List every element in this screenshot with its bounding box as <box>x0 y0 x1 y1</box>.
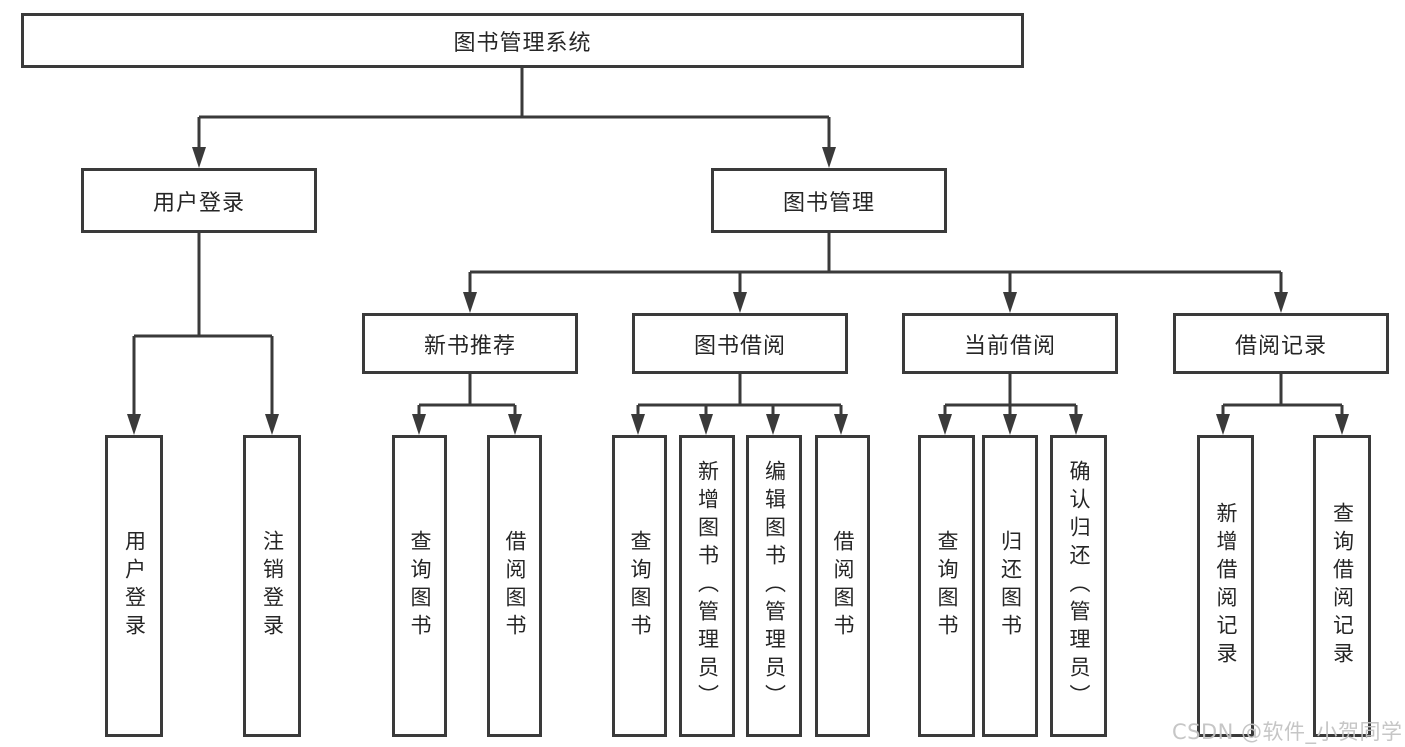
arrowhead <box>834 414 848 435</box>
leaf-borrowing-query-books: 查询图书 <box>612 435 667 737</box>
arrowhead <box>822 147 836 168</box>
leaf-user-login: 用户登录 <box>105 435 163 737</box>
leaf-records-add-record: 新增借阅记录 <box>1197 435 1254 737</box>
node-label: 借阅图书 <box>503 530 527 642</box>
connector <box>1221 374 1344 419</box>
node-label: 用户登录 <box>152 190 245 216</box>
leaf-records-query-record: 查询借阅记录 <box>1313 435 1371 737</box>
node-label: 借阅记录 <box>1234 333 1327 359</box>
leaf-current-confirm-return-admin: 确认归还（管理员） <box>1050 435 1107 737</box>
node-label: 新书推荐 <box>423 333 516 359</box>
connector <box>468 233 1283 297</box>
node-book-management: 图书管理 <box>711 168 947 233</box>
node-label: 归还图书 <box>998 530 1023 642</box>
arrowhead <box>938 414 952 435</box>
leaf-current-query-books: 查询图书 <box>918 435 975 737</box>
arrowhead <box>733 292 747 313</box>
leaf-logout: 注销登录 <box>243 435 301 737</box>
node-label: 注销登录 <box>260 530 285 642</box>
leaf-borrowing-add-books-admin: 新增图书（管理员） <box>679 435 735 737</box>
arrowhead <box>631 414 645 435</box>
arrowhead <box>127 414 141 435</box>
node-user-login: 用户登录 <box>81 168 317 233</box>
arrowhead <box>1274 292 1288 313</box>
arrowhead <box>1003 414 1017 435</box>
node-label: 新增图书（管理员） <box>695 460 720 712</box>
node-label: 确认归还（管理员） <box>1067 460 1091 712</box>
arrowhead <box>1003 292 1017 313</box>
arrowhead <box>1069 414 1083 435</box>
leaf-borrowing-edit-books-admin: 编辑图书（管理员） <box>746 435 802 737</box>
arrowhead <box>192 147 206 168</box>
arrowhead <box>699 414 713 435</box>
arrowhead <box>1216 414 1230 435</box>
arrowhead <box>463 292 477 313</box>
node-label: 查询图书 <box>408 530 432 642</box>
node-label: 当前借阅 <box>963 333 1056 359</box>
connector <box>132 233 274 419</box>
arrowhead <box>265 414 279 435</box>
node-label: 图书借阅 <box>693 333 786 359</box>
node-current-borrowing: 当前借阅 <box>902 313 1118 374</box>
node-label: 借阅图书 <box>831 530 855 642</box>
node-label: 编辑图书（管理员） <box>762 460 787 712</box>
node-label: 新增借阅记录 <box>1214 502 1238 670</box>
arrowhead <box>508 414 522 435</box>
arrowhead <box>412 414 426 435</box>
node-new-book-recommend: 新书推荐 <box>362 313 578 374</box>
arrowhead <box>766 414 780 435</box>
node-label: 查询借阅记录 <box>1330 502 1355 670</box>
node-label: 查询图书 <box>628 530 652 642</box>
node-book-borrowing: 图书借阅 <box>632 313 848 374</box>
leaf-recommend-borrow-books: 借阅图书 <box>487 435 542 737</box>
connector <box>417 374 517 419</box>
leaf-borrowing-borrow-books: 借阅图书 <box>815 435 870 737</box>
leaf-recommend-query-books: 查询图书 <box>392 435 447 737</box>
csdn-watermark: CSDN @软件_小贺同学 <box>1172 720 1403 744</box>
node-label: 图书管理系统 <box>453 30 592 56</box>
node-borrowing-records: 借阅记录 <box>1173 313 1389 374</box>
node-label: 图书管理 <box>782 190 875 216</box>
connector <box>197 68 831 150</box>
connector <box>943 374 1078 419</box>
connector <box>636 374 843 419</box>
node-label: 用户登录 <box>122 530 147 642</box>
arrowhead <box>1335 414 1349 435</box>
node-library-management-system: 图书管理系统 <box>21 13 1024 68</box>
node-label: 查询图书 <box>935 530 959 642</box>
leaf-current-return-books: 归还图书 <box>982 435 1038 737</box>
